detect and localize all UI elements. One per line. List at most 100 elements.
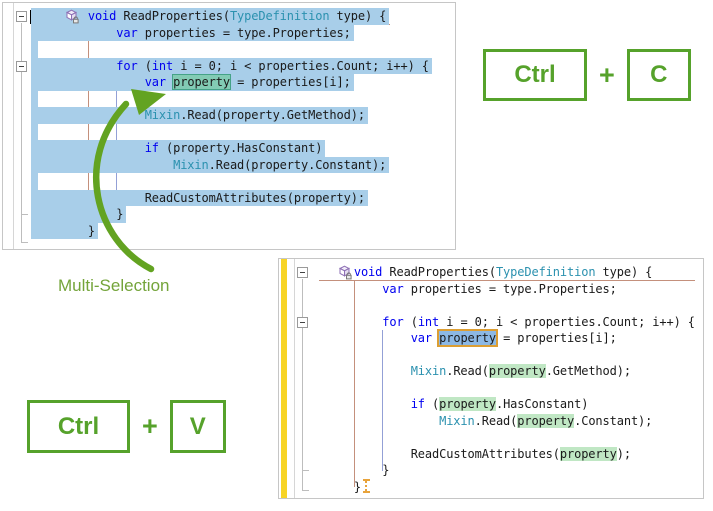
multi-selection-label: Multi-Selection (58, 276, 170, 295)
code-token: type) { (329, 9, 387, 23)
code-line: if (property.HasConstant) (297, 396, 703, 413)
code-token: for (382, 314, 404, 329)
code-token: (property.HasConstant) (158, 141, 323, 155)
selection-highlight: var property = properties[i]; (31, 74, 354, 91)
code-token: if (144, 141, 159, 155)
code-token: ReadProperties( (382, 265, 496, 279)
selection-highlight (31, 123, 38, 140)
code-token: = properties[i]; (229, 75, 351, 89)
selection-highlight: var properties = type.Properties; (31, 24, 354, 41)
highlighted-identifier: property (517, 413, 575, 428)
code-line: void ReadProperties(TypeDefinition type)… (31, 8, 455, 25)
code-token: .HasConstant) (495, 397, 589, 411)
code-line: Mixin.Read(property.Constant); (297, 413, 703, 430)
code-line: if (property.HasConstant) (31, 140, 455, 157)
highlighted-identifier: property (437, 329, 498, 347)
code-token: void (353, 265, 383, 279)
code-token: ); (616, 446, 631, 461)
code-line: } (297, 478, 703, 496)
code-token: ( (403, 314, 418, 329)
ctrl-keycap: Ctrl (483, 49, 587, 101)
code-line (297, 429, 703, 446)
code-token: Mixin (173, 157, 209, 172)
indent (31, 207, 116, 221)
code-token: ReadProperties( (116, 9, 230, 23)
indent (297, 331, 411, 345)
selection-highlight: if (property.HasConstant) (31, 140, 326, 157)
indent (297, 463, 382, 477)
paste-caret-icon (362, 478, 370, 493)
code-line: Mixin.Read(property.GetMethod); (31, 107, 455, 124)
code-token: int (151, 58, 174, 73)
selection-highlight (31, 41, 38, 58)
code-token: .Read( (474, 413, 518, 428)
code-token: var (116, 25, 138, 40)
code-token: } (116, 207, 124, 221)
gutter-separator (294, 259, 295, 498)
modified-lines-indicator (281, 259, 287, 498)
code-token: var (410, 331, 433, 345)
code-line: Mixin.Read(property.GetMethod); (297, 363, 703, 380)
code-token: } (382, 463, 390, 477)
code-line (31, 41, 455, 58)
selection-highlight: } (31, 206, 127, 223)
code-line: } (31, 222, 455, 239)
plus-sign: + (142, 411, 158, 441)
code-line: for (int i = 0; i < properties.Count; i+… (297, 314, 703, 331)
code-area[interactable]: void ReadProperties(TypeDefinition type)… (31, 8, 455, 249)
plus-sign: + (599, 59, 615, 90)
source-editor-copied[interactable]: void ReadProperties(TypeDefinition type)… (2, 2, 456, 250)
method-icon (64, 9, 80, 29)
code-line (297, 297, 703, 314)
folding-guide-line (21, 23, 22, 243)
code-token: i = 0; i < properties.Count; i++) { (173, 58, 429, 73)
code-token: = properties[i]; (495, 331, 617, 345)
code-line (31, 173, 455, 190)
v-keycap: V (169, 400, 226, 453)
highlighted-identifier: property (559, 446, 617, 461)
gutter-separator (13, 3, 14, 249)
code-line (297, 347, 703, 364)
highlighted-identifier: property (172, 74, 231, 90)
code-token: ( (137, 58, 152, 73)
indent (297, 480, 354, 494)
method-icon (337, 265, 353, 285)
indent (31, 75, 145, 89)
code-line: var properties = type.Properties; (31, 24, 455, 41)
code-line (297, 380, 703, 397)
indent (31, 191, 145, 205)
c-key-label: C (650, 61, 668, 88)
code-token: Mixin (410, 364, 447, 378)
c-keycap: C (626, 49, 691, 101)
code-line: void ReadProperties(TypeDefinition type)… (297, 264, 703, 281)
ctrl-key-label: Ctrl (514, 61, 556, 88)
fold-collapse-icon[interactable] (16, 61, 27, 72)
indent (31, 108, 145, 122)
fold-collapse-icon[interactable] (16, 11, 27, 22)
fold-collapse-icon[interactable] (297, 267, 308, 278)
code-line: for (int i = 0; i < properties.Count; i+… (31, 57, 455, 74)
code-token: var (382, 281, 404, 296)
ctrl-keycap: Ctrl (27, 400, 130, 453)
code-token: Mixin (144, 108, 181, 122)
for-block-guide (382, 330, 383, 471)
code-token: properties = type.Properties; (403, 281, 617, 296)
code-line: var properties = type.Properties; (297, 281, 703, 298)
code-token: i = 0; i < properties.Count; i++) { (439, 314, 695, 329)
code-line (31, 90, 455, 107)
indent (297, 414, 439, 428)
selection-highlight (31, 90, 38, 107)
method-structure-guide (319, 280, 695, 281)
fold-end-tick (302, 470, 309, 471)
selection-highlight: ReadCustomAttributes(property); (31, 189, 368, 206)
indent (31, 59, 116, 73)
source-editor-pasted[interactable]: void ReadProperties(TypeDefinition type)… (278, 258, 704, 499)
code-token: .GetMethod); (545, 364, 631, 378)
code-line: } (31, 206, 455, 223)
fold-collapse-icon[interactable] (297, 317, 308, 328)
code-area[interactable]: void ReadProperties(TypeDefinition type)… (297, 264, 703, 498)
code-token: TypeDefinition (495, 265, 596, 279)
code-line: var property = properties[i]; (297, 329, 703, 347)
code-line: } (297, 462, 703, 479)
